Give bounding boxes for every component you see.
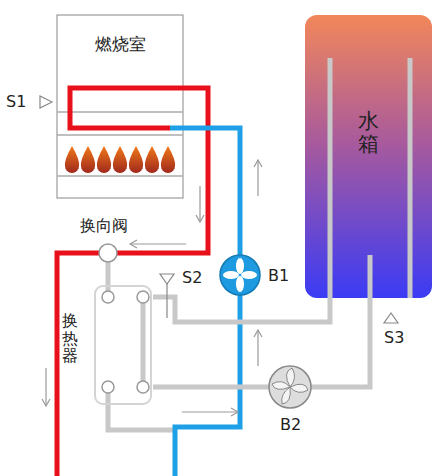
grey-pipe (153, 298, 370, 387)
part-label: S1 (6, 92, 26, 111)
flow-arrows (46, 160, 258, 412)
valve-symbol (99, 244, 117, 262)
pump-b1 (220, 255, 260, 295)
flames (65, 146, 175, 173)
node-title: 换热器 (62, 312, 78, 365)
sensor-s2 (160, 274, 174, 318)
tank-inner-pipes (305, 15, 432, 298)
heat-exchanger: 换热器 (60, 285, 153, 405)
node-title: 水箱 (358, 110, 379, 156)
chamber-body (57, 15, 183, 198)
hot-pipe (57, 88, 208, 476)
sensor-s1 (40, 96, 52, 108)
grey-pipe (153, 297, 330, 322)
part-label: B1 (268, 266, 289, 285)
combustion-chamber: 燃烧室 (57, 15, 183, 198)
sensor-s3 (384, 313, 398, 323)
part-label: S2 (182, 268, 202, 287)
part-label: S3 (384, 328, 404, 347)
cold-pipe (170, 128, 240, 476)
water-tank: 水箱 (305, 15, 432, 298)
node-title: 燃烧室 (57, 15, 183, 56)
part-label: B2 (280, 415, 301, 434)
part-label: 换向阀 (80, 216, 128, 237)
fan-b2 (269, 366, 311, 408)
